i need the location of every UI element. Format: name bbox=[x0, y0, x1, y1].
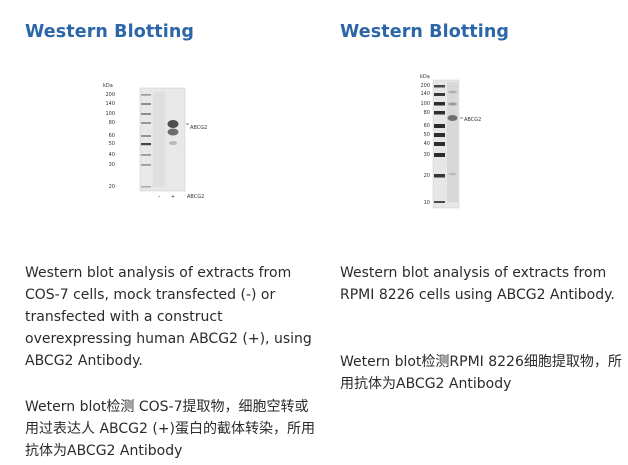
abcg2-band bbox=[447, 115, 458, 121]
marker-label: 200 bbox=[420, 83, 430, 89]
section-heading: Western Blotting bbox=[25, 22, 195, 42]
kda-unit-label: kDa bbox=[103, 83, 113, 89]
marker-label: 100 bbox=[420, 101, 430, 107]
marker-label: 40 bbox=[424, 141, 430, 147]
marker-label: 10 bbox=[424, 200, 430, 206]
marker-label: 50 bbox=[424, 132, 430, 138]
marker-label: 200 bbox=[105, 92, 115, 98]
kda-unit-label: kDa bbox=[420, 74, 430, 80]
description-chinese: Wetern blot检测 COS-7提取物，细胞空转或用过表达人 ABCG2 … bbox=[25, 399, 316, 459]
lane-label: + bbox=[171, 194, 175, 200]
marker-label: 30 bbox=[109, 162, 115, 168]
abcg2-band bbox=[167, 120, 179, 128]
marker-label: 60 bbox=[424, 123, 430, 129]
description-chinese: Wetern blot检测RPMI 8226细胞提取物，所用抗体为ABCG2 A… bbox=[340, 354, 622, 392]
ladder-lane bbox=[141, 94, 151, 188]
marker-label: 20 bbox=[424, 173, 430, 179]
marker-label: 140 bbox=[105, 101, 115, 107]
lane-caption: ABCG2 bbox=[187, 194, 204, 200]
blot-figure: kDa 200 140 100 80 60 50 40 30 20 bbox=[103, 83, 207, 200]
marker-label: 80 bbox=[109, 120, 115, 126]
ladder-lane bbox=[434, 85, 445, 203]
description-english: Western blot analysis of extracts from R… bbox=[340, 265, 615, 303]
abcg2-band bbox=[167, 128, 179, 136]
marker-label: 20 bbox=[109, 184, 115, 190]
band-label: ABCG2 bbox=[190, 125, 207, 131]
section-heading: Western Blotting bbox=[340, 22, 510, 42]
abcg2-band-faint bbox=[169, 141, 177, 145]
marker-label: 50 bbox=[109, 141, 115, 147]
lane-label: – bbox=[158, 194, 161, 200]
western-blot-image: kDa 200 140 100 80 60 50 40 30 20 10 bbox=[416, 70, 526, 210]
band-label: ABCG2 bbox=[464, 117, 481, 123]
marker-label: 80 bbox=[424, 110, 430, 116]
marker-label: 30 bbox=[424, 152, 430, 158]
blot-figure: kDa 200 140 100 80 60 50 40 30 20 10 bbox=[420, 74, 481, 209]
marker-label: 100 bbox=[105, 111, 115, 117]
marker-label: 140 bbox=[420, 91, 430, 97]
western-blot-image: kDa 200 140 100 80 60 50 40 30 20 bbox=[101, 80, 211, 202]
description-english: Western blot analysis of extracts from C… bbox=[25, 265, 312, 369]
marker-label: 40 bbox=[109, 152, 115, 158]
marker-label: 60 bbox=[109, 133, 115, 139]
